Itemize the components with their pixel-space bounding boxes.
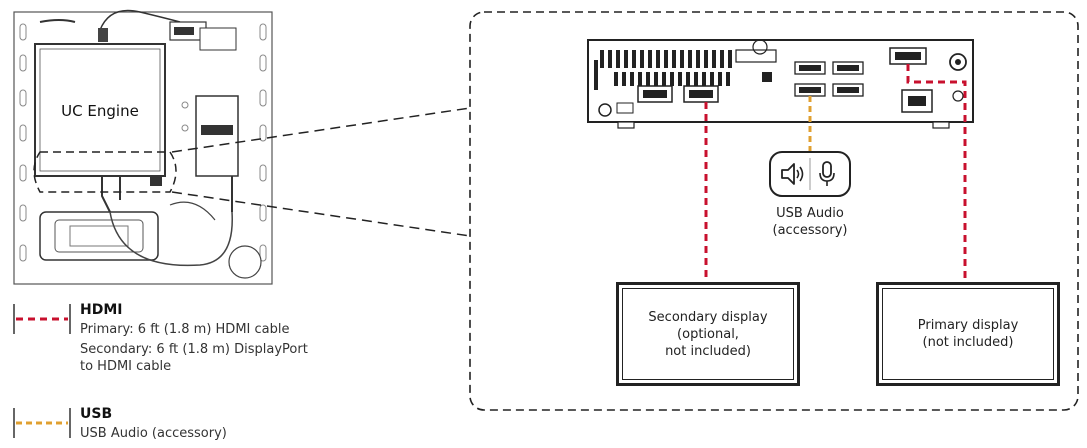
mounting-plate: [13, 9, 273, 285]
legend-hdmi-line1: Primary: 6 ft (1.8 m) HDMI cable: [80, 322, 290, 337]
primary-display-label: Primary display (not included): [917, 318, 1019, 350]
usb-audio-label-line1: USB Audio: [776, 206, 844, 221]
hdmi-cables: [704, 64, 967, 282]
secondary-display-label: Secondary display (optional, not include…: [648, 309, 768, 359]
legend-usb-title: USB: [80, 406, 113, 422]
speaker-icon: [781, 163, 804, 185]
engine-back-panel: [587, 39, 974, 129]
uc-engine-label: UC Engine: [61, 102, 139, 120]
legend-usb-line1: USB Audio (accessory): [80, 426, 227, 441]
hdmi-swatch: [13, 304, 71, 334]
usb-audio-label-line2: (accessory): [772, 223, 848, 238]
primary-display: Primary display (not included): [876, 282, 1060, 386]
secondary-display: Secondary display (optional, not include…: [616, 282, 800, 386]
legend-hdmi-title: HDMI: [80, 302, 123, 318]
microphone-icon: [819, 161, 835, 186]
detail-frame: [469, 11, 1079, 411]
usb-audio-label: USB Audio (accessory): [750, 205, 870, 239]
legend-hdmi-line2: Secondary: 6 ft (1.8 m) DisplayPort: [80, 342, 308, 357]
legend: HDMI Primary: 6 ft (1.8 m) HDMI cable Se…: [0, 296, 420, 446]
legend-hdmi-line3: to HDMI cable: [80, 359, 172, 374]
usb-swatch: [13, 408, 71, 438]
zoom-region: [33, 151, 177, 193]
